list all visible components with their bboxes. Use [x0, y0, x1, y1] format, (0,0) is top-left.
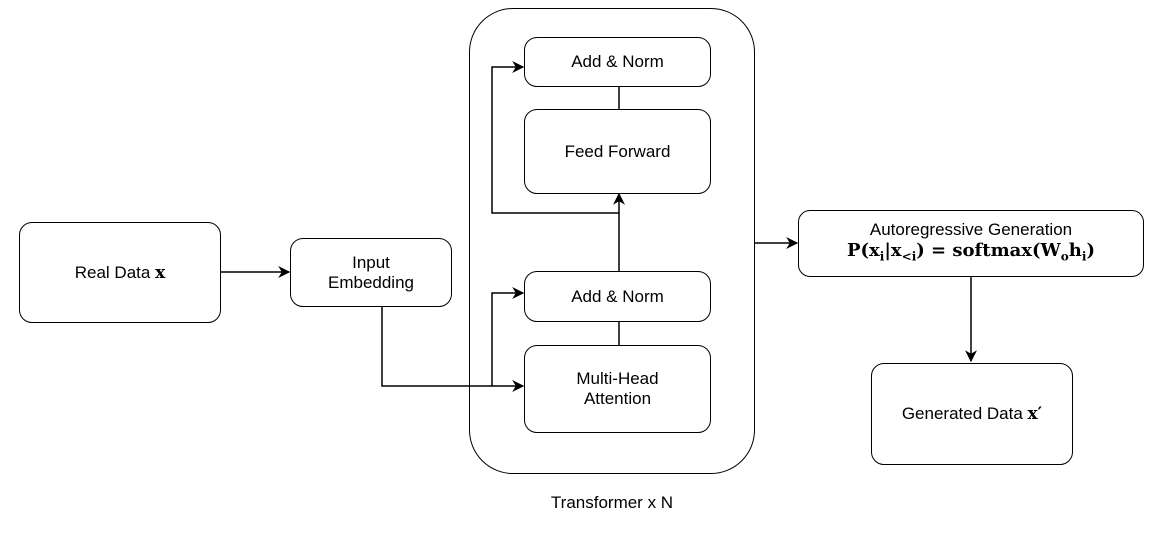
- real-data-label: Real Data: [74, 262, 151, 282]
- add-norm-bottom-label: Add & Norm: [571, 286, 664, 306]
- arrow-residual-bottom: [491, 287, 525, 386]
- input-embedding-line1: Input: [352, 252, 390, 272]
- autoregressive-title: Autoregressive Generation: [869, 219, 1073, 239]
- transformer-caption: Transformer x N: [550, 493, 674, 512]
- real-data-var: x: [155, 262, 166, 283]
- arrow-residual-top: [491, 61, 619, 214]
- mha-line2: Attention: [583, 389, 652, 408]
- feed-forward-label: Feed Forward: [564, 141, 671, 161]
- add-norm-bottom-node: Add & Norm: [524, 271, 711, 322]
- autoregressive-formula: P(xi|x<i) = softmax(Wohi): [847, 239, 1095, 264]
- generated-data-var: x′: [1027, 404, 1043, 424]
- autoregressive-node: Autoregressive Generation P(xi|x<i) = so…: [798, 210, 1144, 277]
- add-norm-top-node: Add & Norm: [524, 37, 711, 87]
- add-norm-top-label: Add & Norm: [571, 52, 664, 71]
- multi-head-attention-node: Multi-Head Attention: [524, 345, 711, 433]
- real-data-node: Real Data x: [19, 222, 221, 323]
- mha-line1: Multi-Head: [576, 369, 659, 388]
- feed-forward-node: Feed Forward: [524, 109, 711, 194]
- arrow-embedding-to-attention: [381, 307, 525, 392]
- generated-data-node: Generated Data x′: [871, 363, 1073, 465]
- generated-data-label: Generated Data: [901, 404, 1023, 423]
- input-embedding-node: Input Embedding: [290, 238, 452, 307]
- input-embedding-line2: Embedding: [327, 272, 414, 292]
- transformer-block: [469, 8, 755, 474]
